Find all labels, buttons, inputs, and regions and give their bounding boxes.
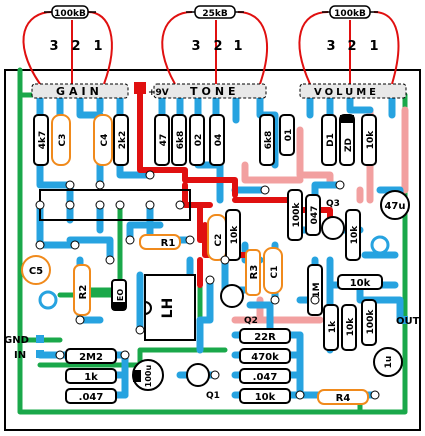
c-1u: 1u xyxy=(384,356,394,369)
label-out: OUT xyxy=(396,316,420,327)
label-q3: Q3 xyxy=(326,199,340,209)
r-01: 01 xyxy=(284,129,294,142)
ic-label: LH xyxy=(160,298,176,319)
r-10kf: 10k xyxy=(255,392,276,403)
bottom-right-components: 22R 470k .047 10k R4 xyxy=(239,328,369,405)
solder-pads xyxy=(35,170,380,400)
r-02: 02 xyxy=(194,134,204,147)
eo: EO xyxy=(116,289,125,301)
pot-gain: 100kB 3 2 1 xyxy=(22,5,113,85)
r-4k7: 4k7 xyxy=(38,131,48,150)
c5: C5 xyxy=(29,266,43,277)
r-470k: 470k xyxy=(251,352,279,363)
c-47u: 47u xyxy=(384,201,405,212)
d1: D1 xyxy=(326,133,336,147)
label-plus9v: +9V xyxy=(148,88,169,98)
c1: C1 xyxy=(270,266,280,279)
pot-volume-pin3: 3 xyxy=(326,39,335,54)
top-components: 4k7 C3 C4 2k2 47 6k8 02 04 6k8 01 D1 ZD … xyxy=(33,114,377,166)
pot-tone: 25kB 3 2 1 xyxy=(161,5,268,85)
pot-tone-value: 25kB xyxy=(202,9,228,19)
r4: R4 xyxy=(336,393,351,404)
r-2m2: 2M2 xyxy=(79,352,103,363)
c-100u: 100u xyxy=(144,365,153,388)
pot-volume-pin2: 2 xyxy=(347,39,356,54)
label-q2: Q2 xyxy=(244,316,258,326)
r-10kb: 10k xyxy=(230,225,240,245)
pot-tone-pin3: 3 xyxy=(191,39,200,54)
io-labels: GND IN OUT xyxy=(4,316,420,361)
pot-gain-pin2: 2 xyxy=(71,39,80,54)
label-gain: GAIN xyxy=(56,85,103,98)
r-047c: .047 xyxy=(253,372,278,383)
label-in: IN xyxy=(14,350,26,361)
label-gnd: GND xyxy=(4,335,29,346)
r-10kc: 10k xyxy=(350,225,360,245)
r-10ka: 10k xyxy=(366,130,376,150)
r-100k-v: 100k xyxy=(292,202,302,228)
r-04: 04 xyxy=(214,134,224,147)
r-47: 47 xyxy=(159,134,169,147)
pot-gain-pin1: 1 xyxy=(93,39,102,54)
r-10kd: 10k xyxy=(350,278,371,289)
pot-volume: 100kB 3 2 1 xyxy=(298,5,400,85)
label-tone: TONE xyxy=(190,85,240,98)
c4: C4 xyxy=(100,134,110,147)
pot-tone-pin2: 2 xyxy=(213,39,222,54)
label-volume: VOLUME xyxy=(314,87,379,98)
r-047b: .047 xyxy=(79,392,104,403)
r-1k: 1k xyxy=(84,372,98,383)
r-6k8a: 6k8 xyxy=(176,131,186,150)
r-100k-v2: 100k xyxy=(366,309,376,335)
r1: R1 xyxy=(161,238,176,249)
pot-tone-pin1: 1 xyxy=(233,39,242,54)
r-6k8b: 6k8 xyxy=(264,131,274,150)
zd: ZD xyxy=(344,138,354,152)
r-1m: 1M xyxy=(312,282,322,297)
c3: C3 xyxy=(58,134,68,147)
r-047a: 047 xyxy=(310,206,320,225)
r2: R2 xyxy=(78,285,89,300)
pot-gain-value: 100kB xyxy=(54,9,86,19)
c2: C2 xyxy=(214,234,224,247)
r3: R3 xyxy=(249,265,260,280)
r-10ke: 10k xyxy=(346,317,356,337)
label-q1: Q1 xyxy=(206,391,220,401)
pot-volume-value: 100kB xyxy=(334,9,366,19)
connector-header: GAIN +9V TONE VOLUME xyxy=(31,82,407,99)
pot-volume-pin1: 1 xyxy=(369,39,378,54)
r-22r: 22R xyxy=(254,332,276,343)
pot-gain-pin3: 3 xyxy=(49,39,58,54)
r-1k-v: 1k xyxy=(328,320,338,333)
r-2k2: 2k2 xyxy=(118,131,128,150)
bottom-left-components: 2M2 1k .047 100u Q1 xyxy=(65,348,220,404)
